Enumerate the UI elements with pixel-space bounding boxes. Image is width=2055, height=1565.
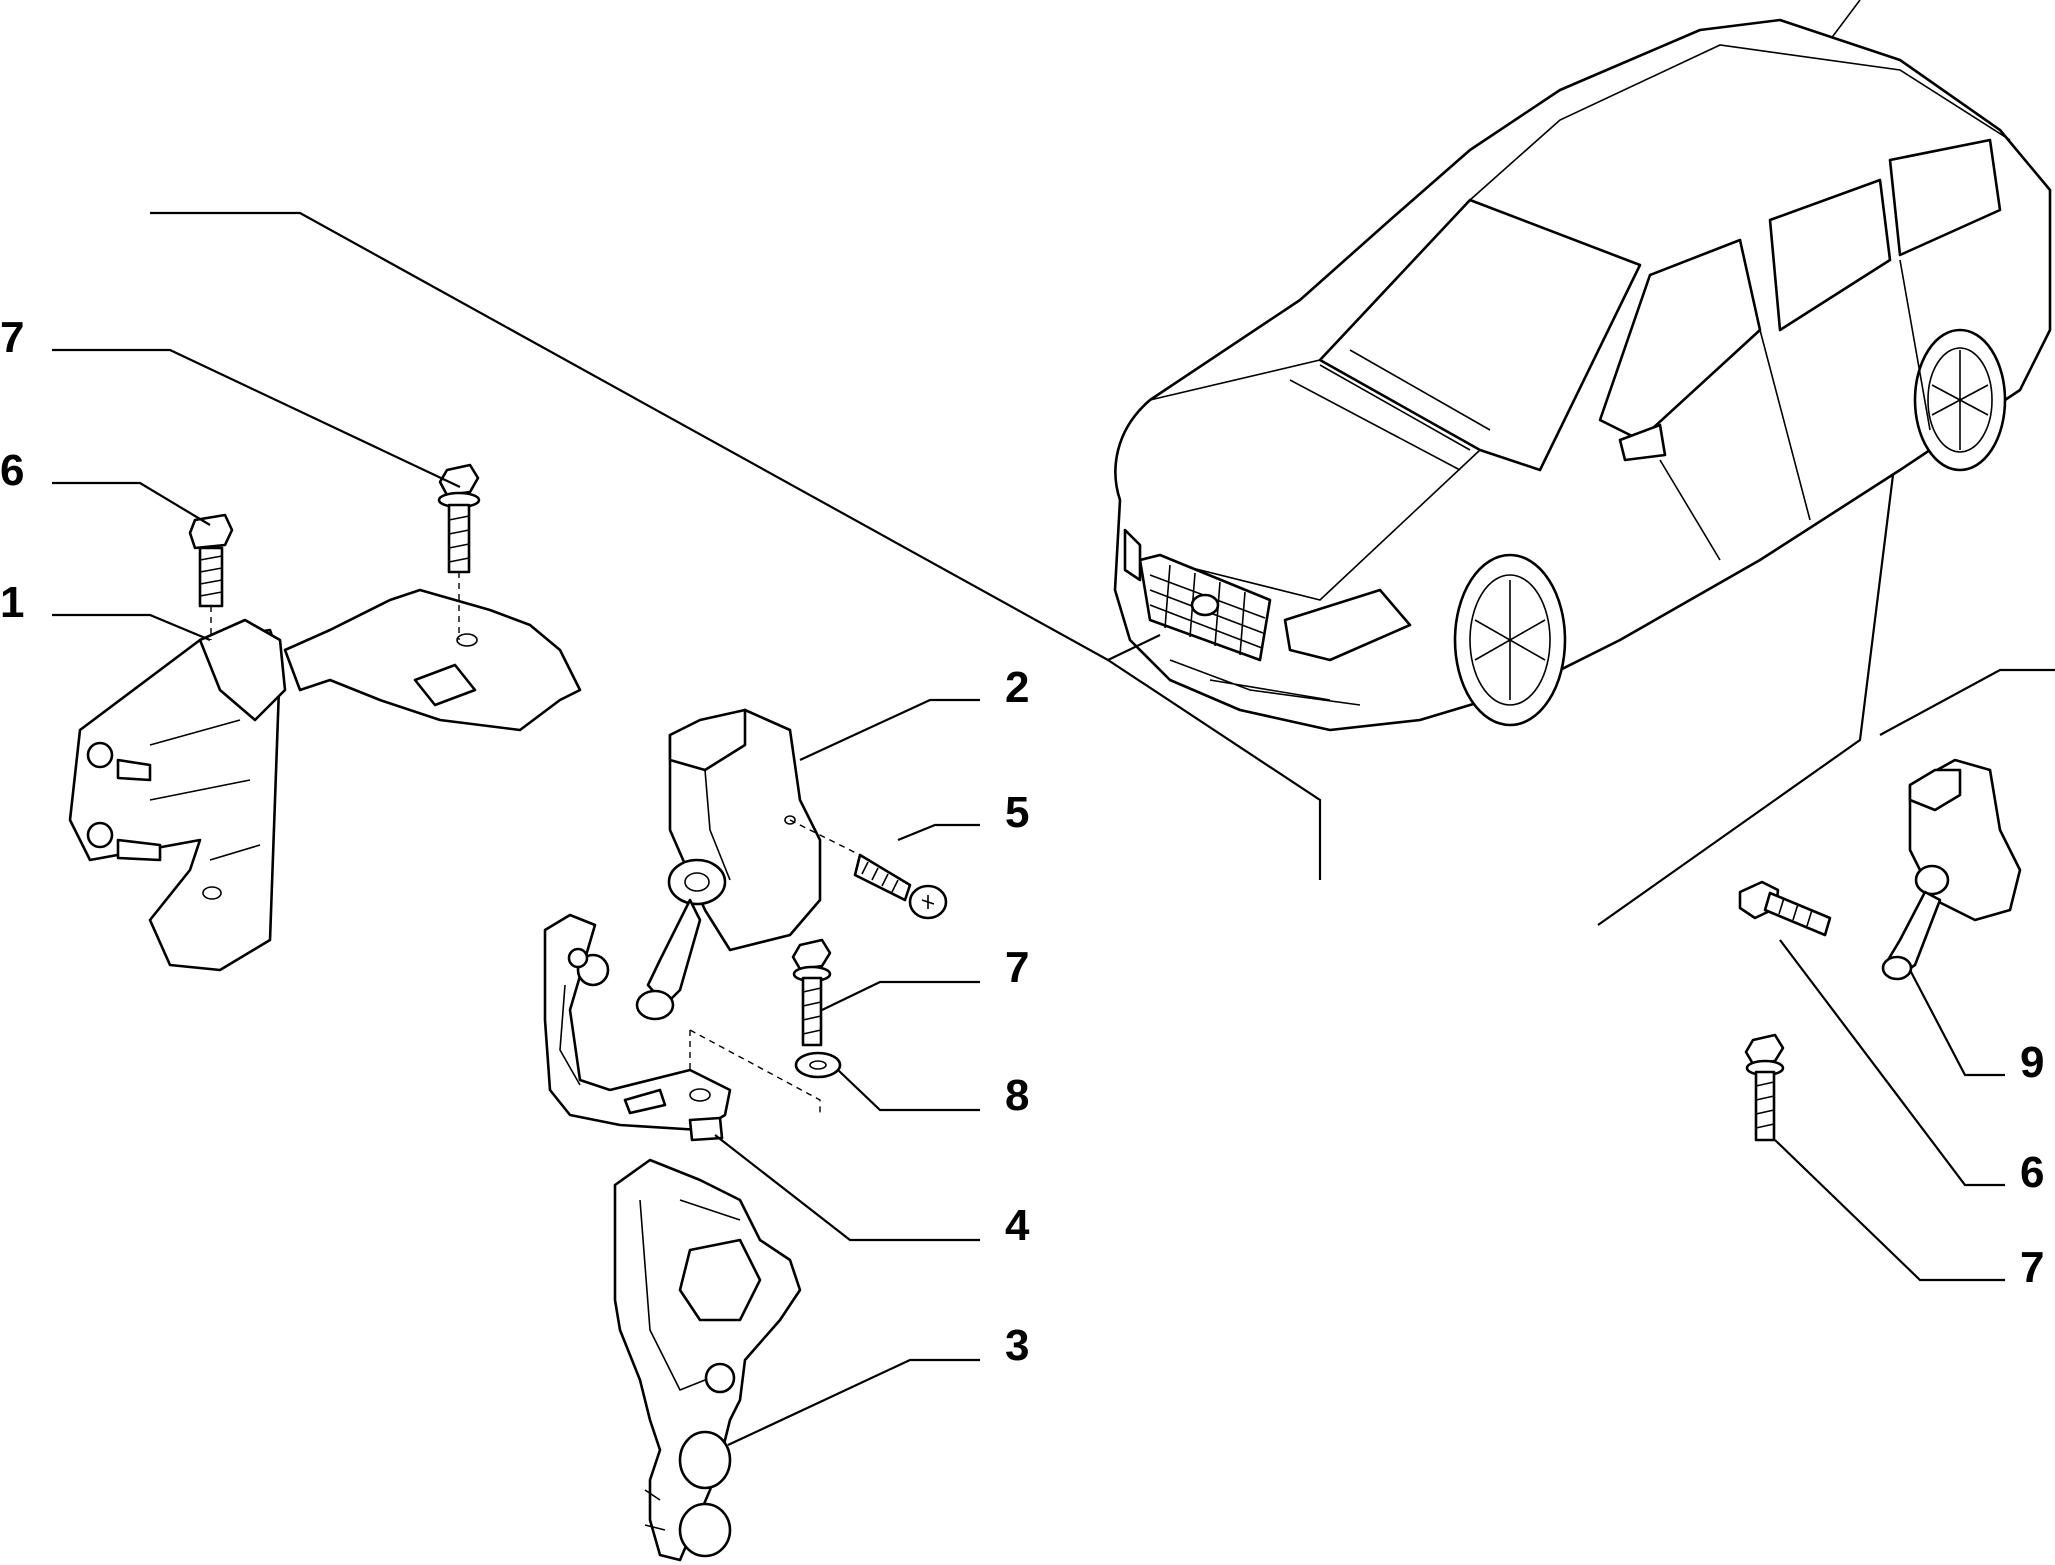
callout-6-left: 6 <box>0 446 24 495</box>
car-leader-lines <box>150 211 2055 926</box>
callout-7-top: 7 <box>0 313 24 362</box>
car-grille <box>1138 553 1272 662</box>
callout-2: 2 <box>1005 663 1029 712</box>
callout-7-right: 7 <box>2020 1243 2044 1292</box>
bolt-6-right <box>1738 880 1832 937</box>
part-9-rear-sensor <box>1881 758 2022 981</box>
callout-labels: 7 6 1 2 5 7 8 4 3 9 6 7 <box>0 313 2044 1370</box>
callout-8: 8 <box>1005 1071 1029 1120</box>
bolt-7-top <box>437 463 481 640</box>
bolt-6-left <box>188 513 234 640</box>
bolt-7-middle <box>791 938 832 1047</box>
part-2-level-sensor <box>635 708 871 1021</box>
bolt-7-right <box>1744 1033 1785 1142</box>
callout-9: 9 <box>2020 1038 2044 1087</box>
washer-8 <box>794 1051 842 1079</box>
car-rear-wheel <box>1913 328 2007 472</box>
callout-3: 3 <box>1005 1321 1029 1370</box>
callout-7-mid: 7 <box>1005 943 1029 992</box>
callout-1: 1 <box>0 578 24 627</box>
callout-5: 5 <box>1005 788 1029 837</box>
part-4-lower-bracket <box>543 913 732 1142</box>
part-1-bracket-assembly <box>68 588 582 972</box>
callout-6-right: 6 <box>2020 1148 2044 1197</box>
callout-4: 4 <box>1005 1201 1030 1250</box>
car-illustration <box>1113 0 2052 732</box>
callout-leaders <box>52 348 2005 1446</box>
part-3-mounting-plate <box>613 1158 802 1562</box>
car-front-wheel <box>1453 553 1567 727</box>
screw-5 <box>853 853 948 920</box>
